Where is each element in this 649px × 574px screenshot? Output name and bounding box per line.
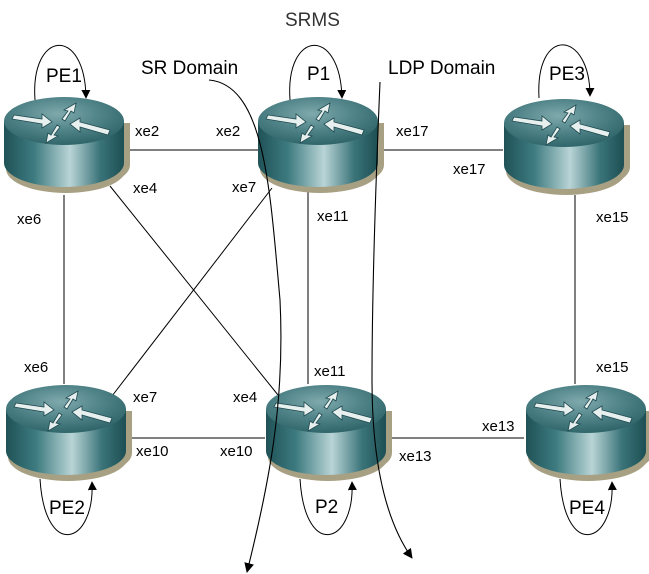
iface-pe1-xe4: xe4: [133, 180, 157, 197]
loop-arrow-p2: [299, 478, 357, 536]
router-label-pe1: PE1: [46, 66, 82, 87]
iface-p1-xe2: xe2: [216, 123, 240, 140]
router-label-pe2: PE2: [49, 498, 85, 519]
iface-p2-xe4: xe4: [233, 389, 257, 406]
sr-domain-label: SR Domain: [141, 58, 238, 79]
ldp-domain-arrow: [371, 81, 413, 559]
iface-pe1-xe2: xe2: [135, 123, 159, 140]
iface-pe4-xe15: xe15: [596, 359, 629, 376]
iface-p1-xe7: xe7: [232, 179, 256, 196]
loop-arrow-pe1: [34, 44, 91, 101]
loop-arrow-p1: [289, 44, 347, 101]
iface-p2-xe11: xe11: [314, 363, 345, 380]
sr-domain-arrow: [208, 79, 282, 573]
router-p1[interactable]: [257, 96, 385, 194]
iface-pe3-xe15: xe15: [596, 209, 629, 226]
iface-pe3-xe17: xe17: [453, 161, 486, 178]
loop-arrow-pe4: [559, 478, 617, 536]
router-pe4[interactable]: [525, 384, 649, 482]
loop-arrow-pe2: [39, 478, 97, 536]
iface-pe2-xe10: xe10: [136, 443, 169, 460]
iface-p2-xe10: xe10: [220, 443, 253, 460]
links-layer: [63, 149, 576, 439]
iface-pe2-xe7: xe7: [133, 389, 157, 406]
router-label-pe4: PE4: [569, 498, 605, 519]
router-p2[interactable]: [265, 384, 393, 482]
iface-pe2-xe6: xe6: [24, 359, 48, 376]
iface-pe4-xe13: xe13: [482, 418, 515, 435]
router-pe3[interactable]: [503, 98, 631, 196]
router-pe2[interactable]: [5, 384, 133, 482]
link-pe1-p2: [109, 185, 279, 396]
router-label-p2: P2: [315, 497, 338, 518]
iface-pe1-xe6: xe6: [17, 211, 41, 228]
router-pe1[interactable]: [3, 96, 131, 194]
iface-p2-xe13: xe13: [399, 448, 432, 465]
link-p1-pe2: [111, 187, 273, 397]
router-label-pe3: PE3: [549, 64, 585, 85]
iface-p1-xe11: xe11: [317, 208, 348, 225]
loops-layer: [34, 44, 617, 536]
srms-label: SRMS: [285, 10, 340, 31]
ldp-domain-label: LDP Domain: [388, 58, 495, 79]
router-label-p1: P1: [307, 64, 330, 85]
loop-arrow-pe3: [538, 44, 595, 99]
iface-p1-xe17: xe17: [396, 123, 429, 140]
